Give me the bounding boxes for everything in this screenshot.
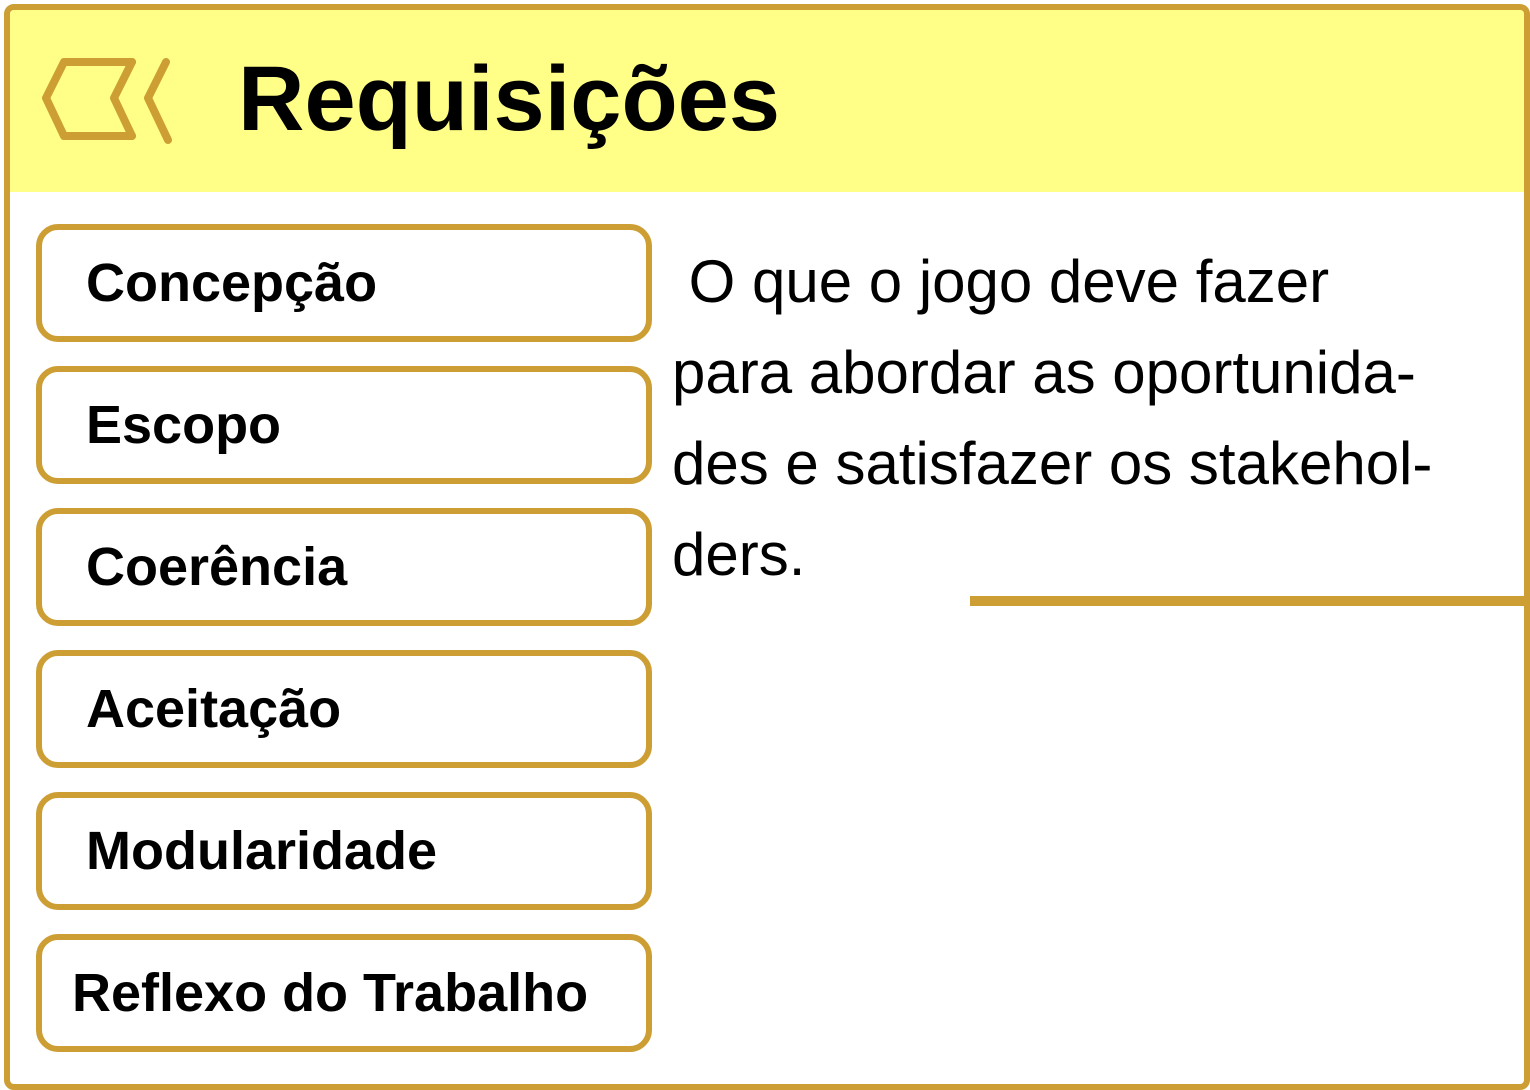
description-text: O que o jogo deve fazer para abordar as … [672,236,1522,600]
menu-item-label: Reflexo do Trabalho [72,963,589,1023]
menu-item-label: Concepção [86,253,378,313]
menu-item-label: Coerência [86,537,348,597]
menu-item-label: Escopo [86,395,282,455]
hexagon-x-icon [42,58,172,144]
menu-item-reflexo-do-trabalho[interactable]: Reflexo do Trabalho [36,934,652,1052]
section-divider [970,596,1524,606]
requirements-card: Requisições Concepção Escopo Coerência A… [4,4,1530,1090]
menu-item-concepcao[interactable]: Concepção [36,224,652,342]
page-title: Requisições [238,48,780,150]
menu-item-coerencia[interactable]: Coerência [36,508,652,626]
menu-item-aceitacao[interactable]: Aceitação [36,650,652,768]
menu-item-label: Aceitação [86,679,342,739]
menu-item-modularidade[interactable]: Modularidade [36,792,652,910]
description-line: para abordar as oportunida- [672,339,1416,406]
card-header: Requisições [10,10,1524,192]
description-line: O que o jogo deve fazer [672,248,1330,315]
description-line: ders. [672,521,806,588]
menu-item-label: Modularidade [86,821,438,881]
menu-item-escopo[interactable]: Escopo [36,366,652,484]
description-line: des e satisfazer os stakehol- [672,430,1433,497]
